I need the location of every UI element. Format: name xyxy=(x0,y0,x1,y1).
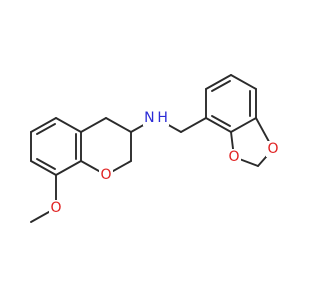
bond xyxy=(30,117,57,133)
double-bond xyxy=(36,123,56,135)
double-bond xyxy=(211,80,231,92)
bond xyxy=(230,74,257,90)
double-bond xyxy=(36,158,56,170)
nitrogen-label: N H xyxy=(144,110,168,126)
bond xyxy=(80,117,107,133)
ring-oxygen-atom: O xyxy=(99,167,113,183)
bond xyxy=(105,117,132,133)
atom-labels: N H O O O O xyxy=(49,110,280,216)
double-bond xyxy=(211,115,231,127)
bond xyxy=(230,117,257,133)
methoxy-oxygen-atom: O xyxy=(49,200,63,216)
methoxy-oxygen-label: O xyxy=(50,200,61,216)
bond xyxy=(205,74,232,90)
ring-oxygen-label: O xyxy=(100,167,111,183)
nitrogen-atom: N H xyxy=(143,110,169,126)
dioxole-oxygen-atom-1: O xyxy=(227,149,241,165)
bond xyxy=(55,160,82,176)
dioxole-oxygen-atom-2: O xyxy=(266,141,280,157)
bond xyxy=(30,160,57,176)
molecule-structure: N H O O O O xyxy=(30,74,280,223)
bond xyxy=(205,117,232,133)
dioxole-oxygen-label-2: O xyxy=(267,141,278,157)
dioxole-oxygen-label-1: O xyxy=(228,149,239,165)
bond xyxy=(55,117,82,133)
bond xyxy=(180,117,207,133)
